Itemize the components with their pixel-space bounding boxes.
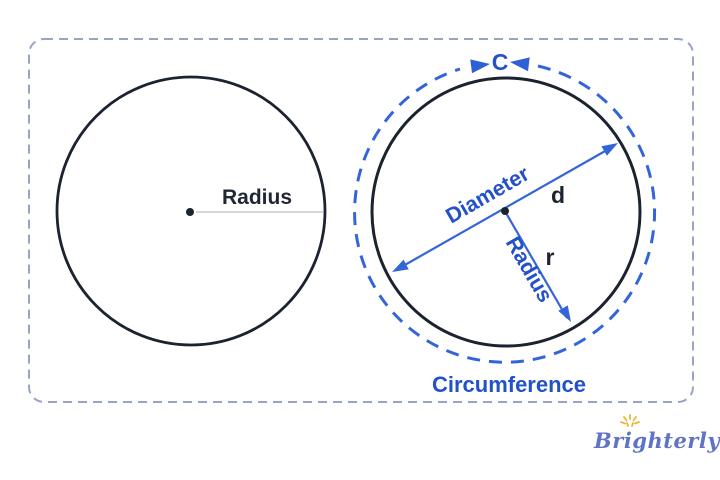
left-radius-label: Radius	[222, 186, 292, 209]
right-circle-center-dot	[501, 207, 509, 215]
diameter-arrowhead-upper-icon	[601, 143, 618, 156]
radius-arrowhead-icon	[558, 305, 571, 322]
diameter-arrowhead-lower-icon	[392, 259, 409, 272]
circumference-arrow-right-icon	[470, 59, 490, 74]
radius-symbol: r	[546, 244, 555, 270]
left-circle	[55, 75, 327, 347]
circumference-symbol: C	[492, 49, 509, 75]
circumference-dashed-circle	[353, 64, 657, 364]
left-circle-center-dot	[186, 208, 194, 216]
diameter-symbol: d	[551, 182, 565, 208]
dashed-frame-border	[28, 38, 694, 403]
circumference-arrow-left-icon	[510, 57, 530, 72]
right-circle	[370, 76, 642, 348]
brand-logo: Brighterly	[576, 414, 720, 466]
right-radius-line	[505, 212, 568, 319]
circumference-label: Circumference	[432, 372, 586, 397]
sun-icon	[620, 414, 640, 427]
brand-name: Brighterly	[594, 428, 720, 453]
